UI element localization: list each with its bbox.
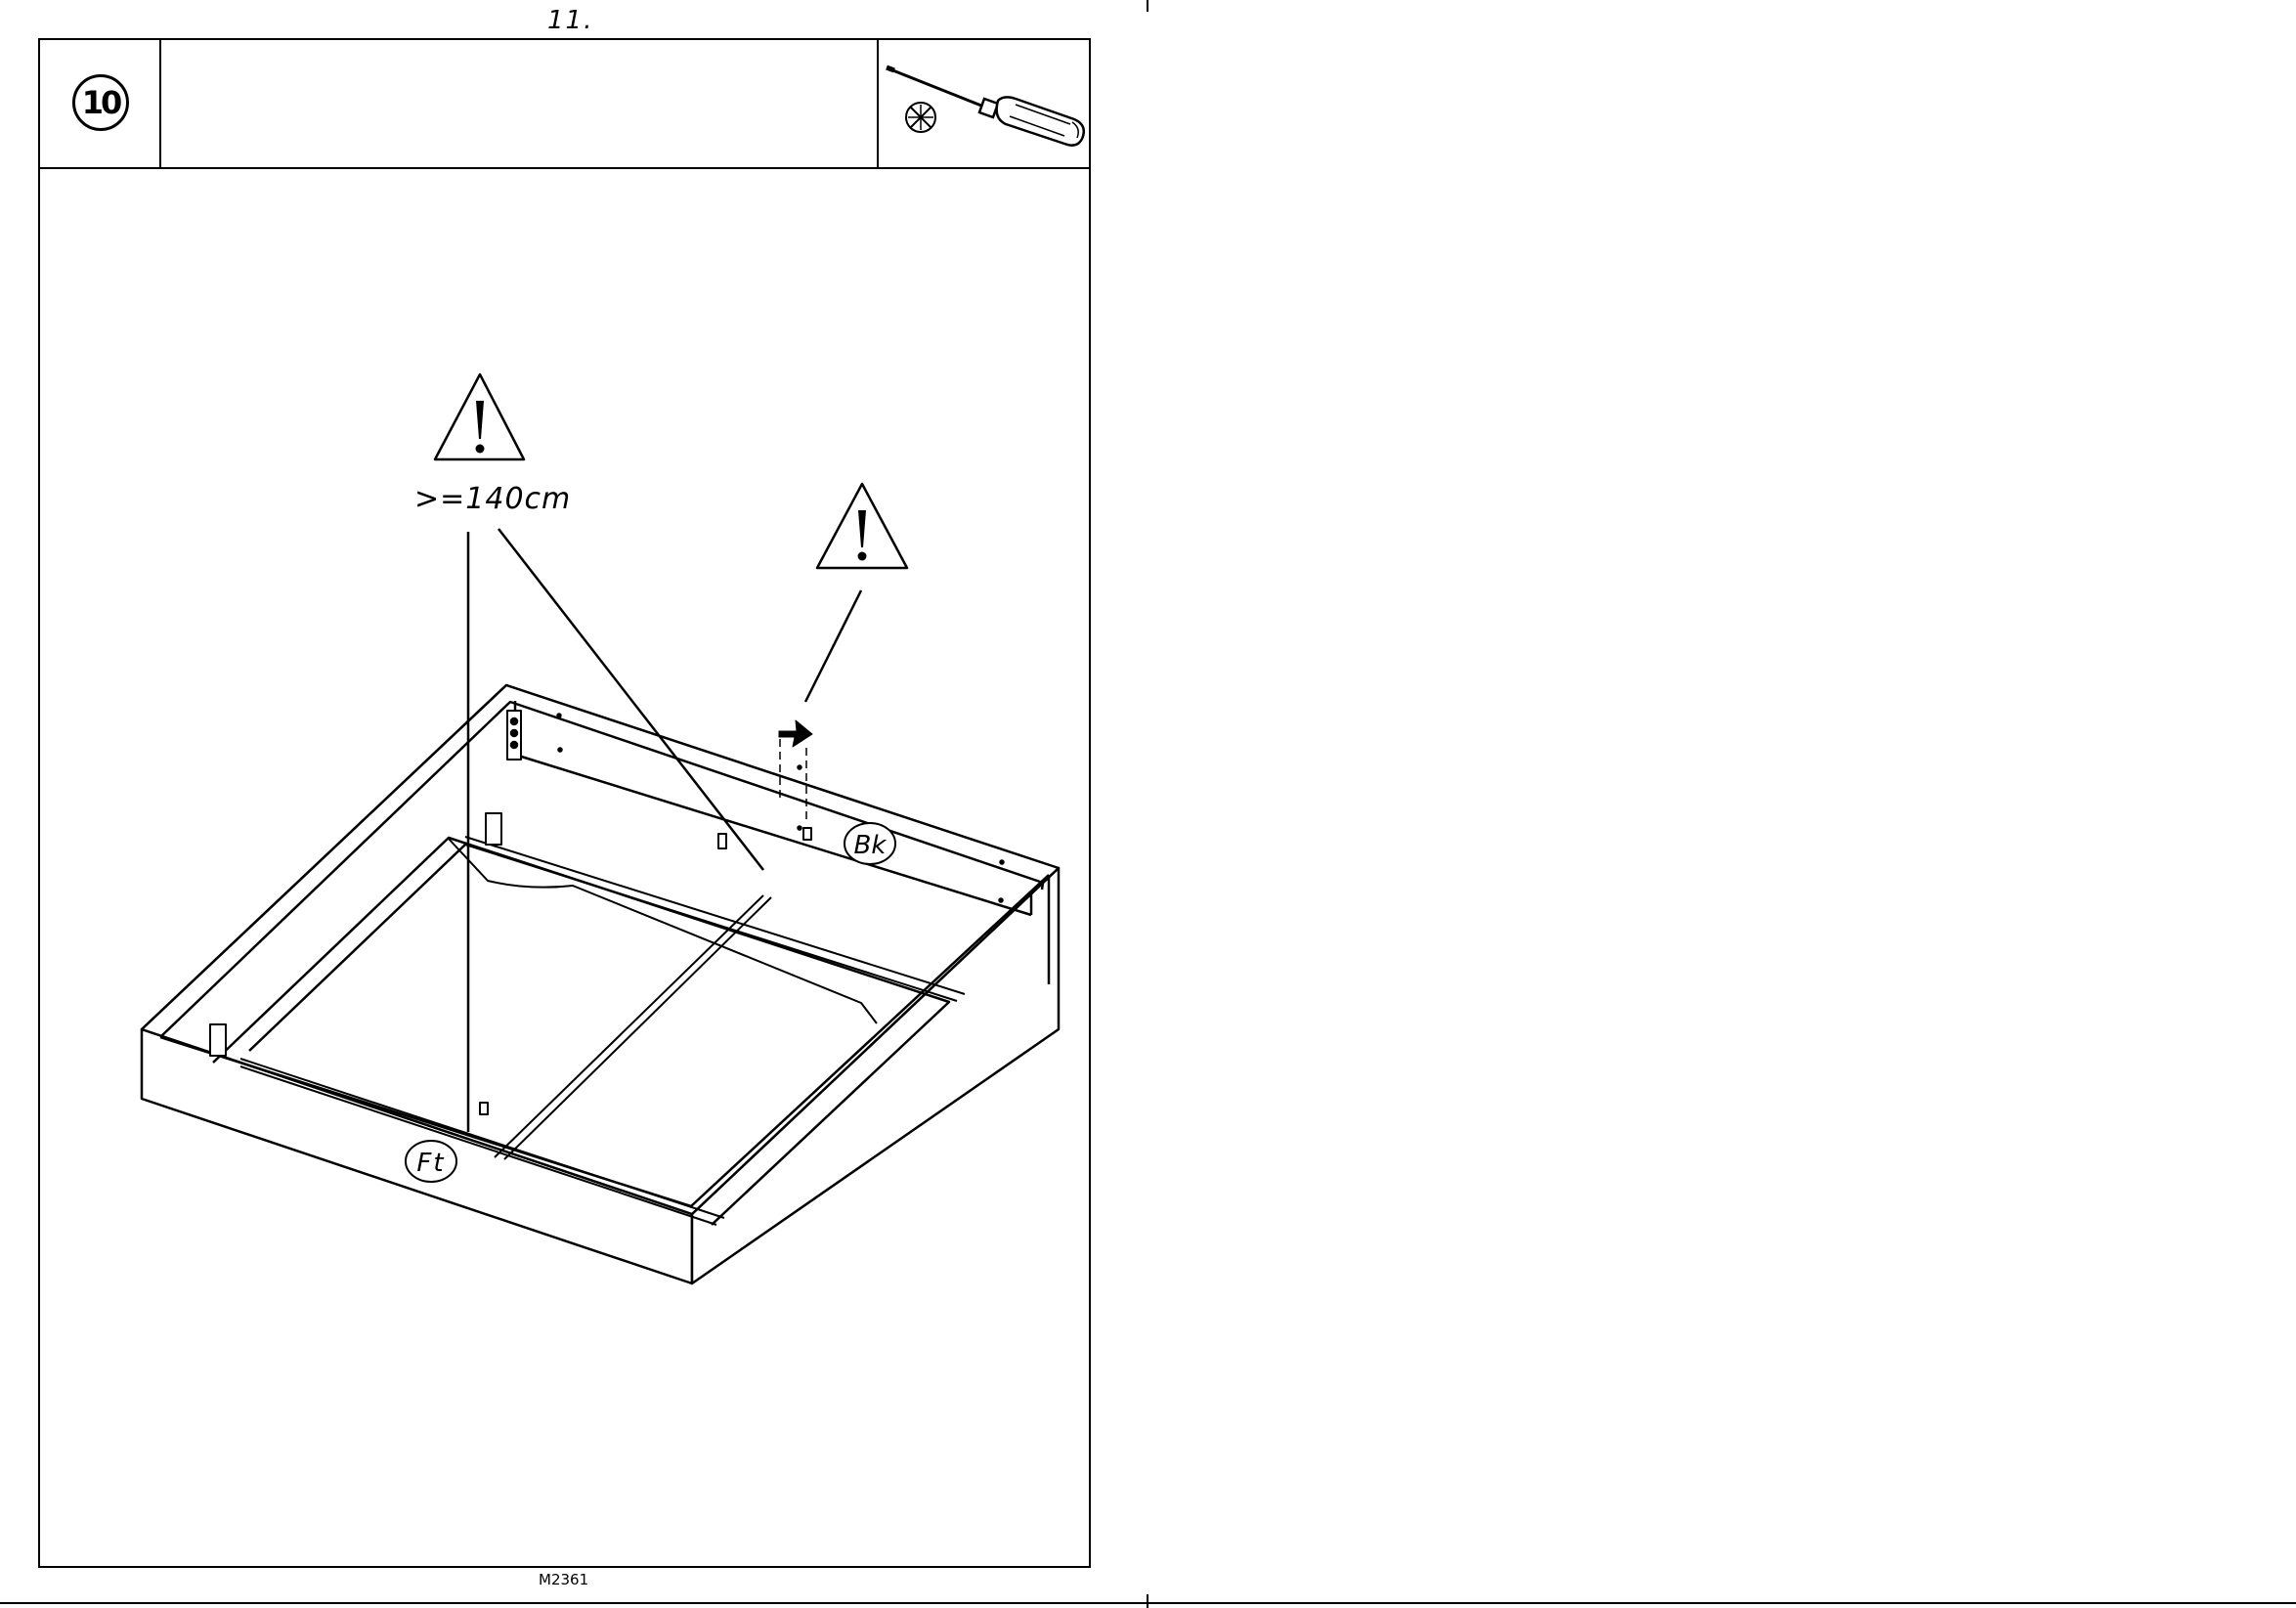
bed-frame-diagram: >=140cm Bk Ft [40, 40, 1089, 1566]
instruction-frame: 10 [38, 38, 1091, 1568]
direction-arrow-icon [779, 720, 812, 747]
minimum-distance-label: >=140cm [414, 482, 571, 516]
fold-mark-top [1147, 0, 1148, 12]
page-number: 11. [547, 6, 593, 35]
warning-triangle-icon [817, 484, 907, 568]
page-bottom-rule [0, 1602, 2296, 1604]
bed-frame-drawing [142, 529, 1059, 1283]
warning-triangle-icon [435, 374, 524, 459]
model-code: M2361 [539, 1571, 588, 1588]
front-label: Ft [416, 1149, 445, 1178]
back-label: Bk [854, 831, 888, 860]
fold-mark-bottom [1147, 1594, 1148, 1608]
